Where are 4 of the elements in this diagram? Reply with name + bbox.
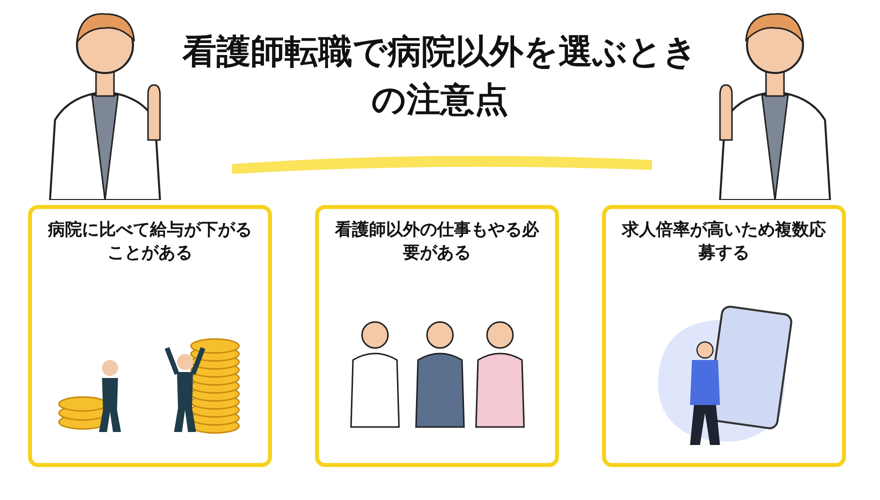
card-heading: 病院に比べて給与が下がることがある [46,219,253,265]
title: 看護師転職で病院以外を選ぶときの注意点 [181,31,698,122]
card-heading: 看護師以外の仕事もやる必要がある [334,219,540,265]
card-heading: 求人倍率が高いため複数応募する [620,219,827,265]
